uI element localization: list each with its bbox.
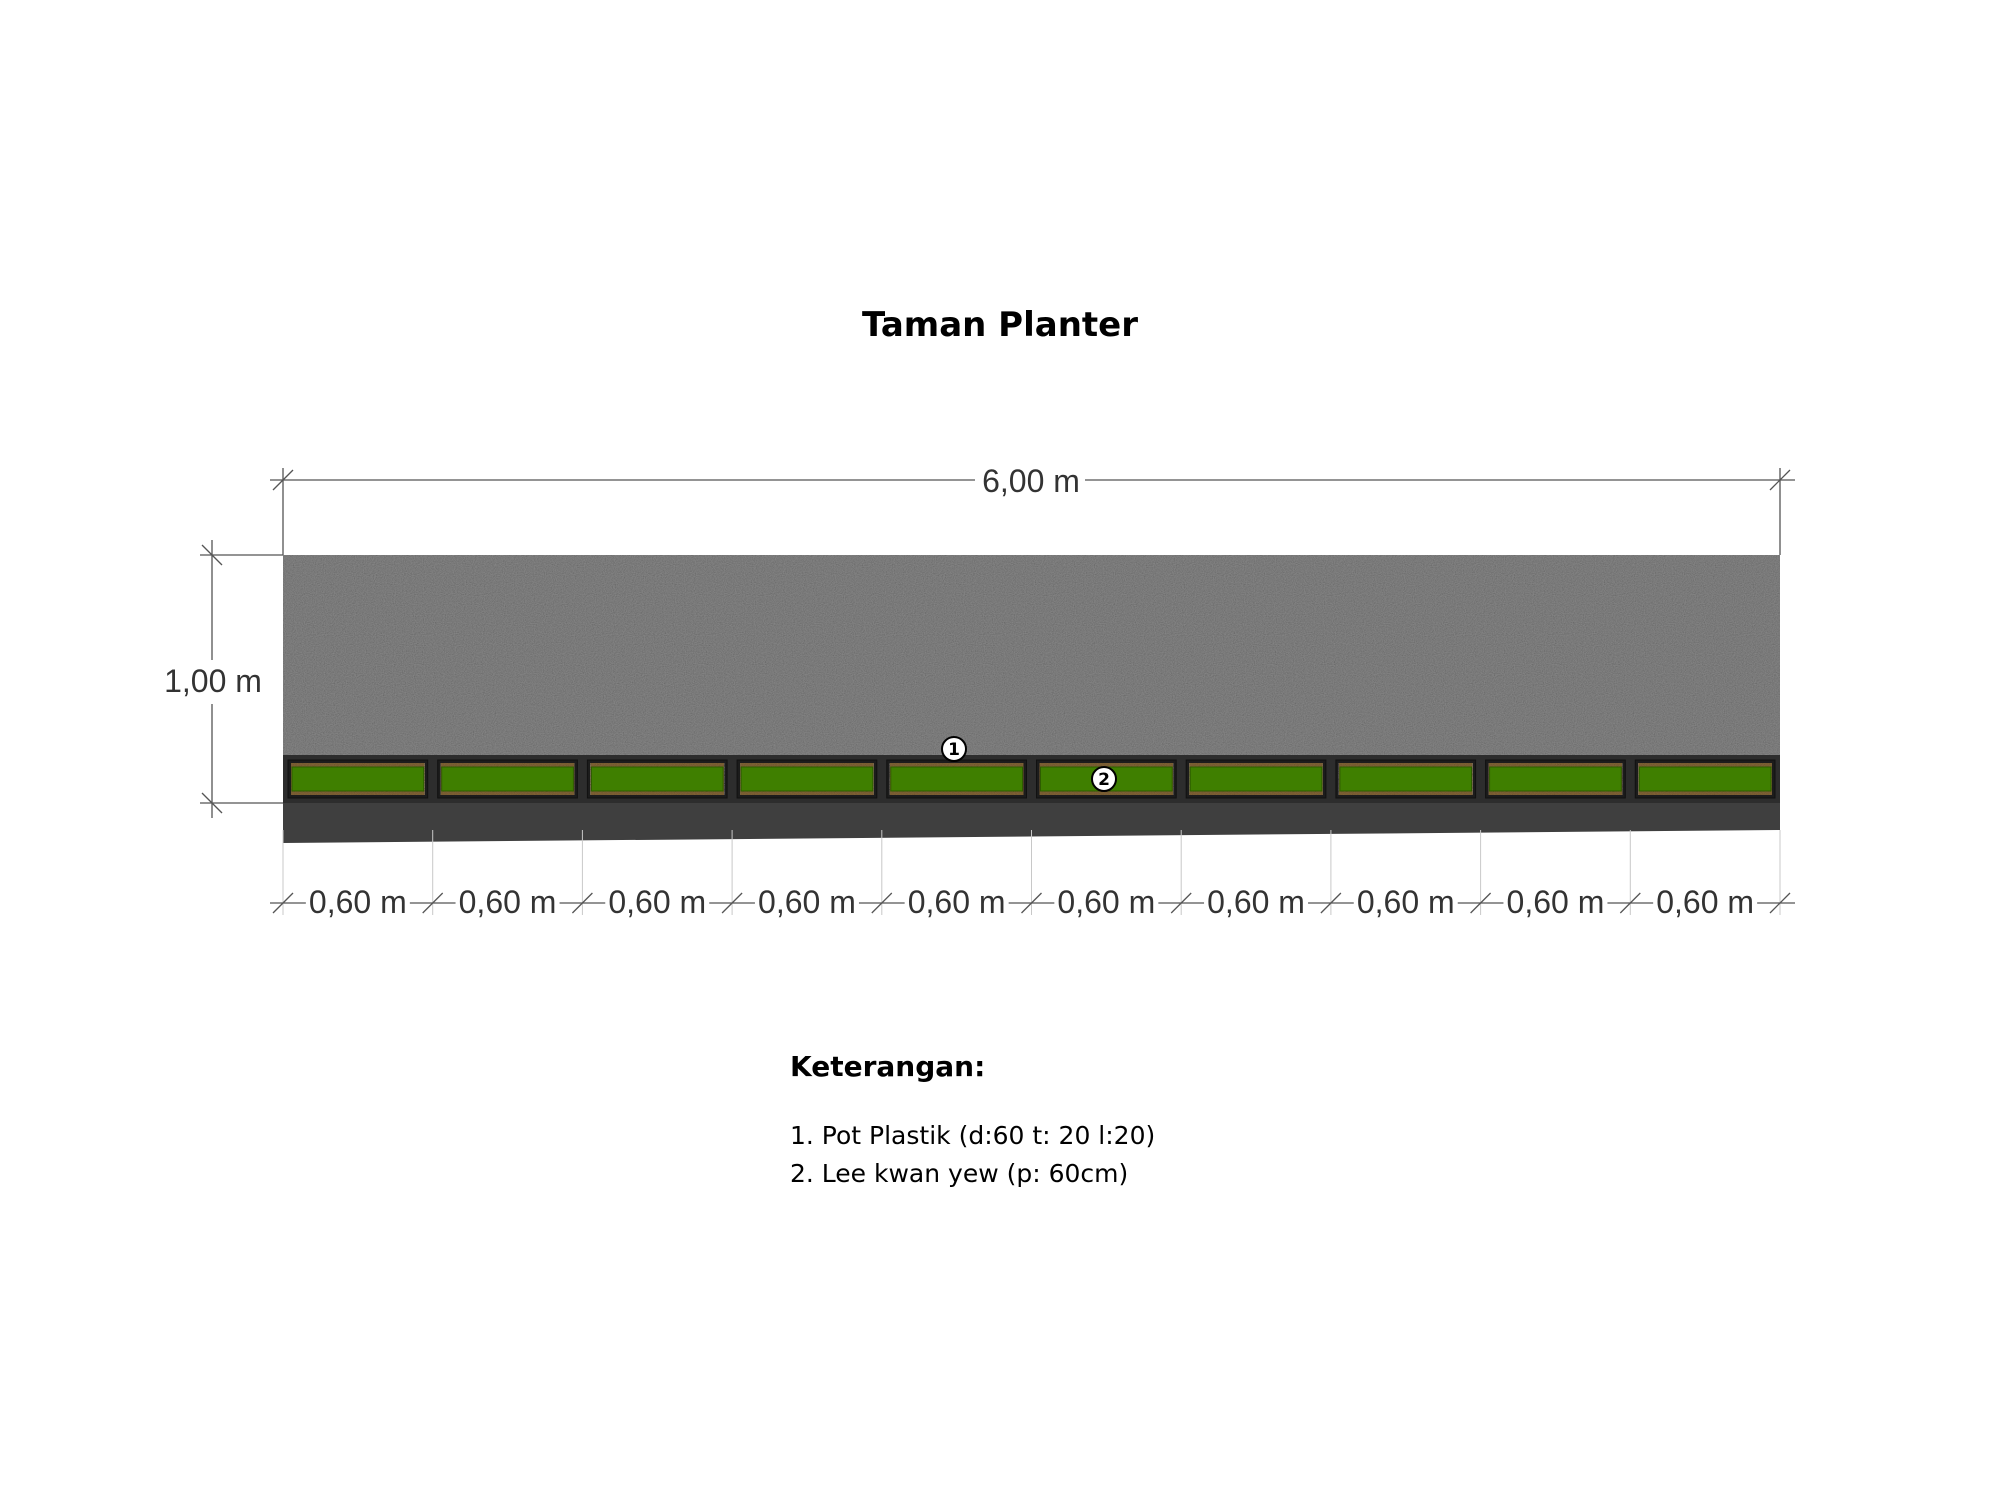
plant	[441, 766, 574, 792]
segment-label-bg	[1054, 884, 1159, 924]
plant	[1489, 766, 1622, 792]
segment-tick	[422, 892, 444, 914]
width-label-bg	[975, 460, 1085, 500]
plant	[1339, 766, 1473, 792]
height-label: 1,00 m	[164, 663, 262, 699]
marker-1-circle	[941, 736, 967, 762]
segment-tick	[272, 892, 294, 914]
marker-1-label: 1	[948, 740, 960, 760]
segment-label: 0,60 m	[758, 884, 856, 920]
segment-tick	[871, 892, 893, 914]
width-tick-left	[272, 469, 294, 491]
segment-label-bg	[305, 884, 410, 924]
planter-base	[283, 803, 1780, 843]
segment-label: 0,60 m	[1057, 884, 1155, 920]
segment-label-bg	[1353, 884, 1458, 924]
height-label-bg	[155, 660, 270, 704]
plant	[291, 766, 425, 792]
height-tick-top	[201, 544, 223, 566]
plant	[1638, 766, 1772, 792]
segment-dimensions: 0,60 m 0,60 m 0,60 m 0,60 m 0,60 m 0,60 m 0,60…	[270, 884, 1795, 924]
width-dimension: 6,00 m	[270, 460, 1795, 555]
segment-label: 0,60 m	[309, 884, 407, 920]
marker-2-circle	[1091, 766, 1117, 792]
segment-label-bg	[754, 884, 859, 924]
marker-2: 2	[1091, 766, 1117, 792]
segment-label-bg	[904, 884, 1009, 924]
segment-label: 0,60 m	[1207, 884, 1305, 920]
height-tick-bottom	[201, 792, 223, 814]
segment-label-bg	[1503, 884, 1608, 924]
segment-tick	[1769, 892, 1791, 914]
segment-label-bg	[1204, 884, 1309, 924]
plant	[740, 766, 874, 792]
marker-1: 1	[941, 736, 967, 762]
segment-label: 0,60 m	[1357, 884, 1455, 920]
height-dimension: 1,00 m	[155, 540, 283, 818]
segment-label: 0,60 m	[1507, 884, 1605, 920]
segment-tick	[1170, 892, 1192, 914]
legend-item-2: 2. Lee kwan yew (p: 60cm)	[790, 1159, 1129, 1188]
page-title: Taman Planter	[862, 305, 1138, 345]
legend-title: Keterangan:	[790, 1050, 986, 1083]
segment-tick	[1619, 892, 1641, 914]
width-label: 6,00 m	[982, 463, 1080, 499]
segment-label: 0,60 m	[908, 884, 1006, 920]
plant	[890, 766, 1023, 792]
segment-tick	[1021, 892, 1042, 914]
plant	[590, 766, 724, 792]
segment-label: 0,60 m	[459, 884, 557, 920]
width-tick-right	[1769, 469, 1791, 491]
segment-label-bg	[1653, 884, 1758, 924]
segment-tick	[1470, 892, 1492, 914]
bottom-guide-lines	[282, 830, 1781, 915]
legend: Keterangan: 1. Pot Plastik (d:60 t: 20 l…	[790, 1050, 1155, 1193]
marker-2-label: 2	[1098, 770, 1110, 790]
segment-label: 0,60 m	[1656, 884, 1754, 920]
segment-label-bg	[605, 884, 710, 924]
plant	[1189, 766, 1323, 792]
gravel-area	[283, 555, 1780, 755]
segment-label-bg	[455, 884, 560, 924]
segment-label: 0,60 m	[608, 884, 706, 920]
segment-tick	[721, 892, 743, 914]
legend-item-1: 1. Pot Plastik (d:60 t: 20 l:20)	[790, 1121, 1156, 1150]
segment-tick	[571, 892, 593, 914]
segment-tick	[1320, 892, 1342, 914]
